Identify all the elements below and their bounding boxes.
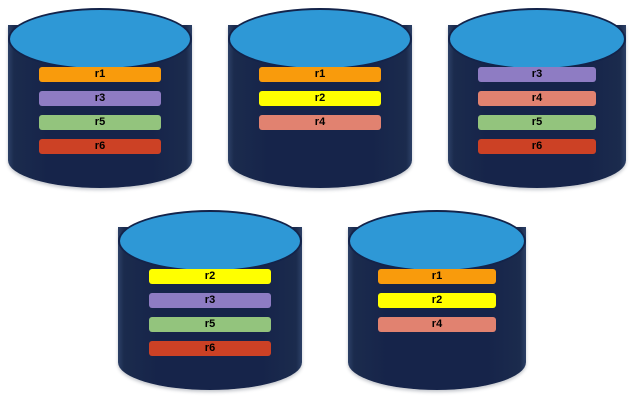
shard-bar: r4	[378, 317, 496, 332]
shard-list: r1 r3 r5 r6	[8, 67, 192, 154]
shard-bar: r2	[149, 269, 271, 284]
cylinder-top-disc	[8, 8, 192, 70]
shard-bar: r2	[378, 293, 496, 308]
cylinder-top-disc	[118, 210, 302, 272]
shard-bar: r3	[478, 67, 596, 82]
shard-bar: r6	[149, 341, 271, 356]
shard-list: r2 r3 r5 r6	[118, 269, 302, 356]
shard-bar: r6	[478, 139, 596, 154]
shard-bar: r5	[149, 317, 271, 332]
node-cylinder-4: Node 4r2r3r5r6	[118, 210, 302, 390]
shard-bar: r2	[259, 91, 381, 106]
shard-bar: r5	[39, 115, 161, 130]
cylinder-top-disc	[348, 210, 526, 272]
cylinder-top-disc	[448, 8, 626, 70]
shard-bar: r1	[259, 67, 381, 82]
shard-list: r1 r2 r4	[348, 269, 526, 332]
shard-bar: r3	[149, 293, 271, 308]
shard-list: r1 r2 r4	[228, 67, 412, 130]
shard-bar: r6	[39, 139, 161, 154]
shard-bar: r1	[39, 67, 161, 82]
node-cylinder-5: Node 5r1r2r4	[348, 210, 526, 390]
shard-list: r3 r4 r5 r6	[448, 67, 626, 154]
node-cylinder-1: Node 1r1r3r5r6	[8, 8, 192, 188]
shard-bar: r1	[378, 269, 496, 284]
node-cylinder-2: Node 2r1r2r4	[228, 8, 412, 188]
shard-bar: r4	[478, 91, 596, 106]
shard-bar: r5	[478, 115, 596, 130]
node-cylinder-3: Node 3r3r4r5r6	[448, 8, 626, 188]
shard-bar: r3	[39, 91, 161, 106]
cylinder-top-disc	[228, 8, 412, 70]
shard-bar: r4	[259, 115, 381, 130]
